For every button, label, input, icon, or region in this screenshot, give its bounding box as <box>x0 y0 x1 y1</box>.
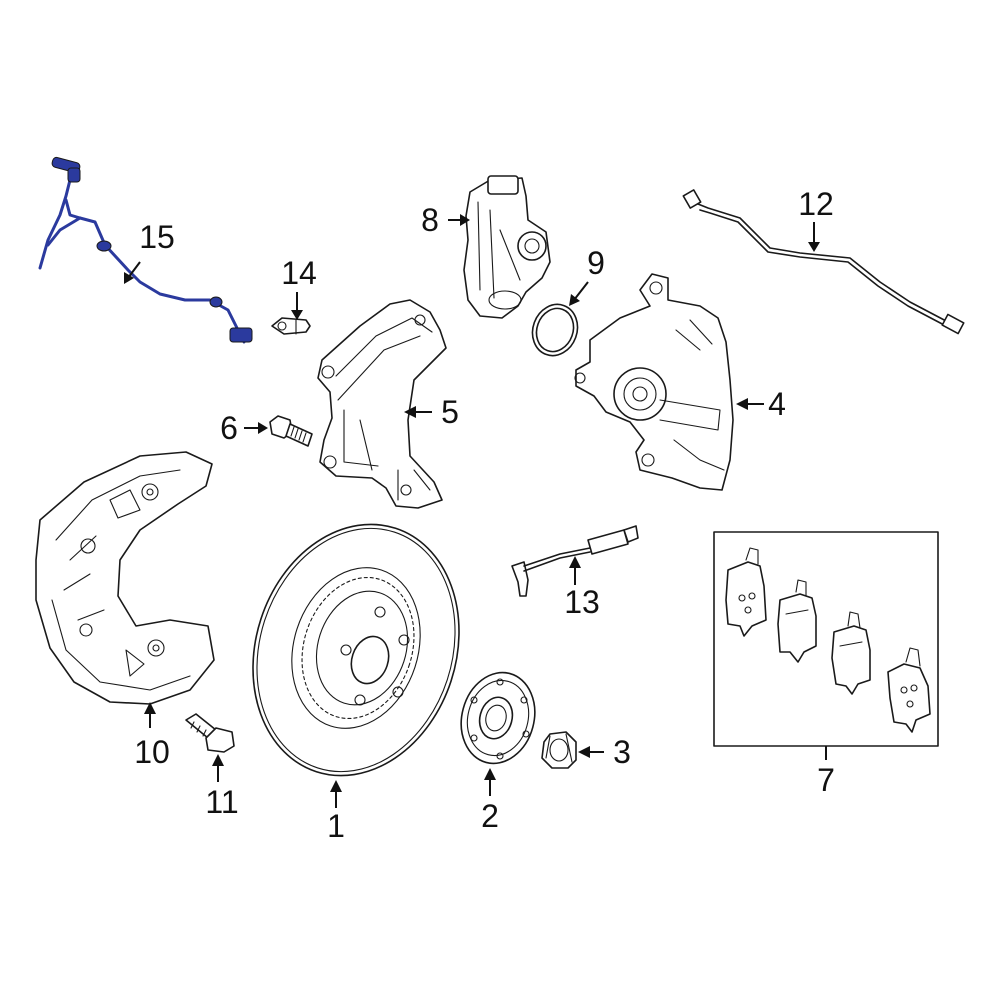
part-15-abs-sensor-harness[interactable] <box>38 156 253 344</box>
arrow-14 <box>291 310 303 320</box>
arrow-15 <box>124 272 134 284</box>
part-10-splash-shield[interactable] <box>35 451 215 705</box>
part-12-brake-hose[interactable] <box>682 189 965 335</box>
callout-11: 11 <box>205 784 238 820</box>
part-3-hub-nut[interactable] <box>541 731 577 769</box>
arrow-13 <box>569 556 581 568</box>
arrow-6 <box>258 422 268 434</box>
callout-7: 7 <box>817 762 835 798</box>
part-13-wear-sensor[interactable] <box>511 525 639 597</box>
part-11-bolt[interactable] <box>185 713 235 753</box>
part-7-brake-pad-set[interactable] <box>713 531 939 747</box>
callout-14: 14 <box>281 255 317 291</box>
callout-12: 12 <box>798 186 834 222</box>
part-4-caliper[interactable] <box>574 273 734 491</box>
callout-5: 5 <box>441 394 459 430</box>
part-8-actuator-motor[interactable] <box>463 175 551 319</box>
callout-15: 15 <box>139 219 175 255</box>
part-1-brake-rotor[interactable] <box>221 497 490 802</box>
part-2-wheel-hub[interactable] <box>451 664 544 772</box>
callout-6: 6 <box>220 410 238 446</box>
arrow-2 <box>484 768 496 780</box>
arrow-5 <box>404 406 416 418</box>
callout-4: 4 <box>768 386 786 422</box>
callout-1: 1 <box>327 808 345 844</box>
leader-9 <box>573 281 589 301</box>
part-6-bolt[interactable] <box>269 415 313 447</box>
arrow-4 <box>736 398 748 410</box>
leader-lines <box>124 214 827 808</box>
callout-13: 13 <box>564 584 600 620</box>
arrow-1 <box>330 780 342 792</box>
part-14-clip[interactable] <box>271 317 311 335</box>
callout-9: 9 <box>587 245 605 281</box>
arrow-8 <box>460 214 470 226</box>
part-5-caliper-bracket[interactable] <box>317 299 447 509</box>
callout-3: 3 <box>613 734 631 770</box>
arrow-12 <box>808 242 820 252</box>
callout-labels: 15 14 8 9 12 4 5 6 13 7 10 11 1 2 3 <box>134 186 835 844</box>
callout-10: 10 <box>134 734 170 770</box>
part-9-o-ring[interactable] <box>525 298 584 362</box>
arrow-9 <box>569 294 580 306</box>
callout-2: 2 <box>481 798 499 834</box>
arrow-11 <box>212 754 224 766</box>
callout-8: 8 <box>421 202 439 238</box>
leader-15 <box>127 261 141 279</box>
arrow-3 <box>578 746 590 758</box>
arrow-10 <box>144 702 156 714</box>
